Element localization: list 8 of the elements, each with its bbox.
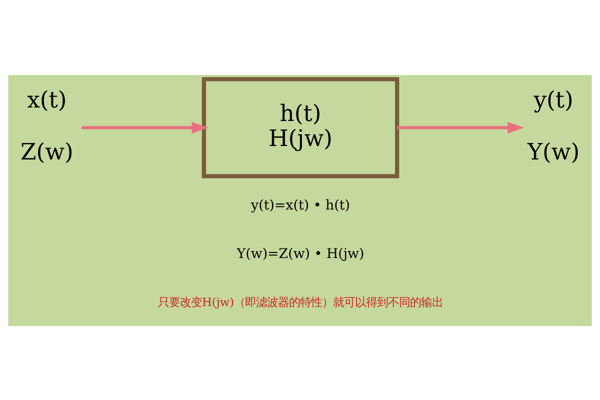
label: 只要改变H(jw)（即滤波器的特性）就可以得到不同的输出 (158, 294, 444, 309)
arrow (397, 121, 524, 133)
arrow (82, 121, 208, 133)
label: Y(w)=Z(w) • H(jw) (236, 246, 364, 262)
node-text: y(t) Y(w) (527, 87, 580, 165)
node-box: h(t) H(jw) (202, 76, 400, 178)
label: y(t)=x(t) • h(t) (251, 198, 350, 214)
node-text: x(t) Z(w) (20, 87, 74, 165)
